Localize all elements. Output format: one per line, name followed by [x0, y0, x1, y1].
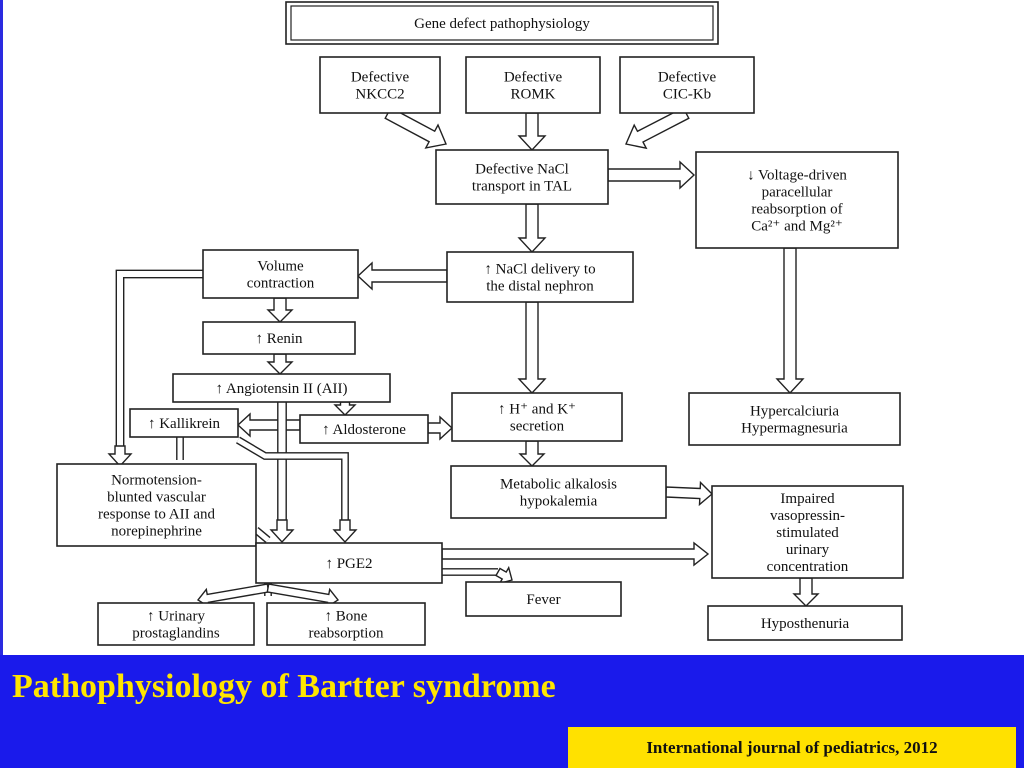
- node-normotension-line: response to AII and: [98, 507, 216, 523]
- edge-volume-to-renin: [266, 297, 294, 323]
- node-nacl-transport-line: transport in TAL: [472, 179, 572, 195]
- node-paracellular-line: Ca²⁺ and Mg²⁺: [751, 219, 843, 235]
- node-paracellular-line: reabsorption of: [751, 202, 842, 218]
- edge-volume-to-normotension: [107, 445, 133, 468]
- node-bone-line: ↑ Bone: [325, 609, 368, 625]
- node-clckb-line: CIC-Kb: [663, 87, 711, 103]
- pathophysiology-flowchart: Gene defect pathophysiologyDefectiveNKCC…: [56, 1, 904, 646]
- node-impaired-line: urinary: [786, 542, 830, 558]
- node-bone-line: reabsorption: [309, 626, 384, 642]
- node-normotension-line: norepinephrine: [111, 524, 202, 540]
- node-nkcc2-line: NKCC2: [355, 87, 404, 103]
- node-nacl-delivery-line: ↑ NaCl delivery to: [484, 262, 595, 278]
- node-alkalosis-line: hypokalemia: [520, 494, 598, 510]
- edge-paracellular-to-hypercalciuria: [775, 247, 805, 395]
- edge-pge2-to-fever: [495, 565, 513, 585]
- node-fever-line: Fever: [526, 592, 560, 608]
- diagram-header: Gene defect pathophysiology: [285, 1, 719, 45]
- edge-angiotensin-to-pge2: [269, 519, 295, 544]
- node-nacl-transport-line: Defective NaCl: [475, 162, 569, 178]
- node-nkcc2-line: Defective: [351, 70, 410, 86]
- edge-delivery-to-volume: [356, 261, 448, 291]
- edge-renin-to-angiotensin: [266, 353, 294, 375]
- node-renin: ↑ Renin: [202, 321, 356, 355]
- node-hk-secretion-line: ↑ H⁺ and K⁺: [498, 402, 576, 418]
- node-renin-line: ↑ Renin: [255, 331, 303, 347]
- citation: International journal of pediatrics, 201…: [646, 737, 938, 757]
- node-paracellular-line: paracellular: [762, 185, 833, 201]
- node-paracellular: ↓ Voltage-drivenparacellularreabsorption…: [695, 151, 899, 249]
- edge-delivery-to-hk: [517, 301, 547, 395]
- slide-edge: [0, 0, 3, 655]
- edge-romk-to-nacl: [517, 112, 547, 152]
- node-aldosterone-line: ↑ Aldosterone: [322, 422, 406, 438]
- node-nacl-delivery-line: the distal nephron: [486, 279, 594, 295]
- node-kallikrein-line: ↑ Kallikrein: [148, 416, 221, 432]
- edge-aldosterone-to-kallikrein: [236, 412, 301, 438]
- node-impaired-line: vasopressin-: [770, 508, 845, 524]
- node-urinary-pg-line: ↑ Urinary: [147, 609, 205, 625]
- node-aldosterone: ↑ Aldosterone: [299, 414, 429, 444]
- node-hypercalciuria-line: Hypermagnesuria: [741, 421, 848, 437]
- node-hyposthenuria: Hyposthenuria: [707, 605, 903, 641]
- node-impaired-line: stimulated: [776, 525, 839, 541]
- node-fever: Fever: [465, 581, 622, 617]
- node-volume-line: Volume: [257, 259, 304, 275]
- edge-clckb-to-nacl: [625, 106, 690, 150]
- edge-kallikrein-pge2-band: [236, 436, 349, 522]
- node-hypercalciuria-line: Hypercalciuria: [750, 404, 839, 420]
- edge-angiotensin-to-aldosterone: [333, 401, 357, 416]
- edge-impaired-to-hyposthenuria: [792, 577, 820, 607]
- node-clckb-line: Defective: [658, 70, 717, 86]
- node-urinary-pg-line: prostaglandins: [132, 626, 220, 642]
- node-angiotensin: ↑ Angiotensin II (AII): [172, 373, 391, 403]
- edge-nacl-to-delivery: [517, 203, 547, 254]
- edge-normotension-pge2-band: [253, 527, 271, 543]
- edge-alkalosis-to-impaired: [665, 480, 714, 507]
- node-paracellular-line: ↓ Voltage-driven: [747, 168, 847, 184]
- node-kallikrein: ↑ Kallikrein: [129, 408, 239, 438]
- edge-aldosterone-to-hk: [427, 415, 454, 441]
- node-impaired: Impairedvasopressin-stimulatedurinarycon…: [711, 485, 904, 579]
- node-normotension-line: blunted vascular: [107, 490, 206, 506]
- node-impaired-line: concentration: [767, 559, 849, 575]
- diagram-header-text: Gene defect pathophysiology: [414, 16, 590, 32]
- node-pge2-line: ↑ PGE2: [325, 556, 372, 572]
- node-hk-secretion: ↑ H⁺ and K⁺secretion: [451, 392, 623, 442]
- edge-hk-to-alkalosis: [518, 440, 546, 467]
- node-angiotensin-line: ↑ Angiotensin II (AII): [215, 381, 347, 397]
- node-alkalosis-line: Metabolic alkalosis: [500, 477, 617, 493]
- node-romk-line: ROMK: [510, 87, 555, 103]
- node-hyposthenuria-line: Hyposthenuria: [761, 616, 850, 632]
- edge-kallikrein-to-pge2: [332, 519, 358, 544]
- edge-volume-normotension-band: [115, 269, 203, 462]
- edge-nacl-to-paracellular: [607, 160, 696, 190]
- node-volume-line: contraction: [247, 276, 315, 292]
- edge-pge2-to-impaired: [441, 541, 710, 567]
- slide-title: Pathophysiology of Bartter syndrome: [12, 668, 556, 705]
- node-romk-line: Defective: [504, 70, 563, 86]
- node-hk-secretion-line: secretion: [510, 419, 565, 435]
- node-impaired-line: Impaired: [780, 491, 835, 507]
- node-pge2: ↑ PGE2: [255, 542, 443, 584]
- citation-box: International journal of pediatrics, 201…: [568, 727, 1016, 768]
- node-normotension-line: Normotension-: [111, 473, 202, 489]
